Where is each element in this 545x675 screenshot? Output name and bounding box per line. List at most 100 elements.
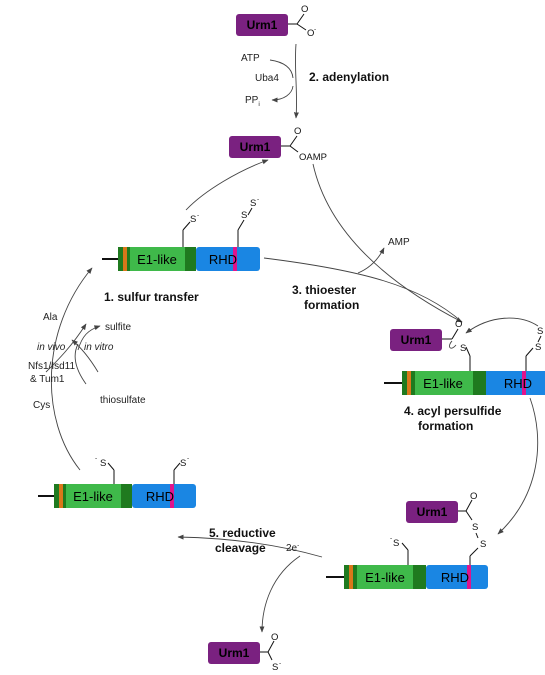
nfs-label-line1: Nfs1/Isd11 xyxy=(28,361,75,372)
svg-text:-: - xyxy=(187,455,189,462)
sulfur-label: S xyxy=(180,458,186,469)
rhd-stripe xyxy=(467,565,471,589)
rhd-domain xyxy=(132,484,196,508)
sulfur-label: S xyxy=(393,538,399,549)
uba4-label: Uba4 xyxy=(255,73,279,84)
sulfur-label: S xyxy=(241,210,247,221)
step-3-line2: formation xyxy=(304,298,359,312)
e1-rhd-complex-reduced: E1-like RHD S - S - xyxy=(38,455,196,508)
nfs-label-line2: & Tum1 xyxy=(30,374,65,385)
in-vivo-donor-arrow xyxy=(45,323,87,373)
charge-minus: - xyxy=(314,26,316,33)
rhd-label: RHD xyxy=(504,376,532,391)
adenylate-transfer-arrow xyxy=(312,163,463,323)
step-5-line2: cleavage xyxy=(215,541,266,555)
urm1-label: Urm1 xyxy=(240,140,271,154)
rhd-label: RHD xyxy=(209,252,237,267)
urm1-acyl-persulfide-complex: Urm1 O S S E1-like RHD S - xyxy=(326,491,488,589)
sulfur-label: S xyxy=(100,458,106,469)
sulfur-label: S xyxy=(535,342,541,353)
urm1-thiocarboxylate: Urm1 O S - xyxy=(208,632,281,673)
in-vivo-label: in vivo xyxy=(37,342,66,353)
rhd-stripe xyxy=(522,371,526,395)
rhd-domain xyxy=(486,371,545,395)
rhd-stripe xyxy=(233,247,237,271)
thiolate-attack-arrow xyxy=(185,159,269,211)
in-vitro-donor-curve xyxy=(74,343,87,385)
svg-text:-: - xyxy=(257,196,259,203)
oamp-label: OAMP xyxy=(299,152,327,163)
thiosulfate-label: thiosulfate xyxy=(100,395,146,406)
e1-stripe xyxy=(407,371,411,395)
urm1-label: Urm1 xyxy=(219,646,250,660)
oxygen-label: O xyxy=(307,28,314,39)
e1-like-label: E1-like xyxy=(365,570,405,585)
urm1-label: Urm1 xyxy=(417,505,448,519)
urm1-box xyxy=(229,136,281,158)
ala-label: Ala xyxy=(43,312,58,323)
step-1-sulfur-transfer: 1. sulfur transfer xyxy=(104,290,199,304)
oxygen-label: O xyxy=(301,4,308,15)
svg-text:-: - xyxy=(95,455,97,462)
svg-text:-: - xyxy=(390,535,392,542)
step-4-line1: 4. acyl persulfide xyxy=(404,404,502,418)
step-5-line1: 5. reductive xyxy=(209,526,276,540)
step-2-adenylation: 2. adenylation xyxy=(309,70,389,84)
atp-label: ATP xyxy=(241,53,260,64)
urm1-carboxylate: Urm1 O O - xyxy=(236,4,316,39)
urm1-label: Urm1 xyxy=(401,333,432,347)
curly-arrow xyxy=(449,340,457,349)
sulfur-label: S xyxy=(250,198,256,209)
step-3-line1: 3. thioester xyxy=(292,283,356,297)
reductive-cleavage-arrow xyxy=(177,534,323,558)
sulfur-label: S xyxy=(190,214,196,225)
e1-stripe xyxy=(123,247,127,271)
oxygen-label: O xyxy=(271,632,278,643)
sulfur-label: S xyxy=(460,343,466,354)
rhd-label: RHD xyxy=(441,570,469,585)
cys-label: Cys xyxy=(33,400,50,411)
electrons-label: 2e- xyxy=(286,542,299,554)
amp-label: AMP xyxy=(388,237,410,248)
urm1-adenylate: Urm1 O OAMP xyxy=(229,126,327,163)
urm1-box xyxy=(390,329,442,351)
oxygen-label: O xyxy=(294,126,301,137)
amp-release-arrow xyxy=(357,247,385,274)
acyl-persulfide-arrow xyxy=(497,397,539,535)
sulfur-label: S xyxy=(480,539,486,550)
urm1-label: Urm1 xyxy=(247,18,278,32)
e1-like-label: E1-like xyxy=(137,252,177,267)
thiosulfate-arrow xyxy=(71,339,99,373)
atp-input-curve xyxy=(269,59,294,79)
sulfur-label: S xyxy=(537,326,543,337)
ppi-label: PPi xyxy=(245,95,260,108)
rhd-domain xyxy=(196,247,260,271)
svg-text:-: - xyxy=(279,660,281,667)
sulfur-label: S xyxy=(472,522,478,533)
e1-stripe xyxy=(349,565,353,589)
step-4-line2: formation xyxy=(418,419,473,433)
urm1-box xyxy=(236,14,288,36)
oxygen-label: O xyxy=(455,319,462,330)
sulfur-transfer-arrow xyxy=(51,267,93,471)
adenylation-arrow xyxy=(293,43,299,119)
e1-like-label: E1-like xyxy=(423,376,463,391)
persulfide-attack-arrow xyxy=(465,317,539,334)
ppi-output-curve xyxy=(271,85,294,103)
oxygen-label: O xyxy=(470,491,477,502)
e1-like-label: E1-like xyxy=(73,489,113,504)
complex-to-thioester-arrow xyxy=(263,257,463,323)
rhd-stripe xyxy=(170,484,174,508)
release-arrow xyxy=(259,555,301,633)
e1-rhd-complex-thiolate: E1-like RHD S - S S - xyxy=(102,196,260,271)
urm1-box xyxy=(406,501,458,523)
rhd-domain xyxy=(426,565,488,589)
svg-text:-: - xyxy=(197,212,199,219)
urm1-box xyxy=(208,642,260,664)
e1-stripe xyxy=(59,484,63,508)
urm1-thioester-complex: Urm1 O S E1-like RHD S S xyxy=(384,317,545,395)
sulfite-label: sulfite xyxy=(105,322,132,333)
in-vitro-label: in vitro xyxy=(84,342,114,353)
rhd-label: RHD xyxy=(146,489,174,504)
